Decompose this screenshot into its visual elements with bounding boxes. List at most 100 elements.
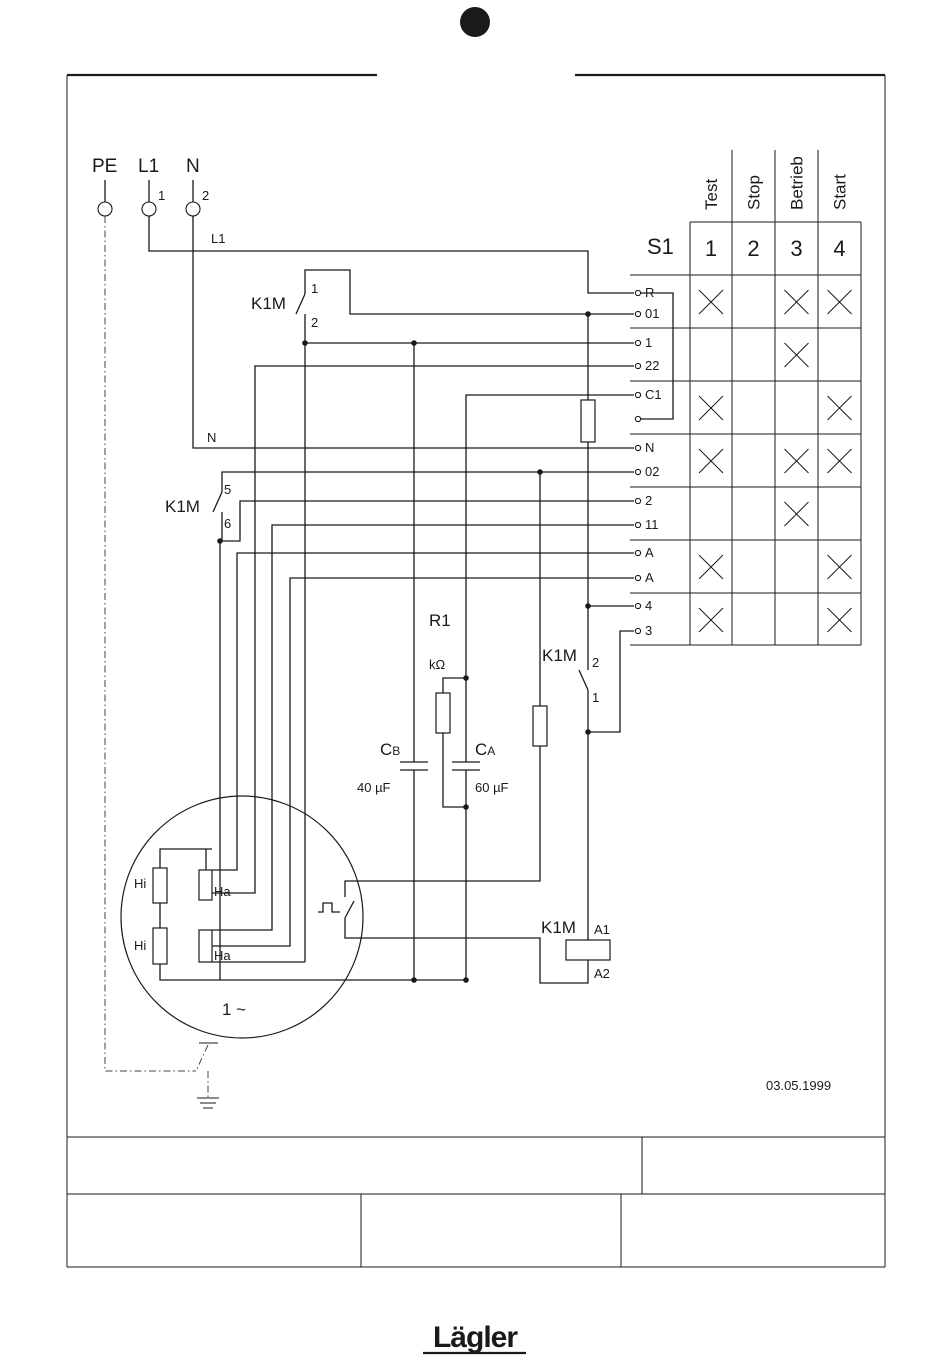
s1-terminal-dot — [635, 311, 640, 316]
s1-contact-cross — [785, 343, 809, 367]
fuse-c1 — [581, 400, 595, 442]
s1-terminal-dot — [635, 603, 640, 608]
motor: Hi Hi Ha Ha 1 ~ — [121, 796, 363, 1038]
title-block — [67, 1137, 885, 1267]
s1-contact-cross — [785, 502, 809, 526]
n-terminal — [186, 202, 200, 216]
thermal-protector — [318, 881, 354, 938]
s1-terminal-label: 02 — [645, 464, 659, 479]
ca-value: 60 µF — [475, 780, 509, 795]
s1-contact-cross — [828, 290, 852, 314]
s1-terminal-dot — [635, 340, 640, 345]
s1-terminal-dot — [635, 550, 640, 555]
ca-label: CA — [475, 740, 495, 759]
motor-winding-ha-1 — [199, 870, 212, 900]
hi-label-2: Hi — [134, 938, 146, 953]
l1-label: L1 — [138, 156, 159, 177]
pe-label: PE — [92, 156, 117, 177]
s1-terminal-label: 11 — [645, 517, 659, 532]
page-marker-dot — [460, 7, 490, 37]
s1-terminal-label: 4 — [645, 598, 652, 613]
k1m-contact-2: 2 — [311, 315, 318, 330]
s1-terminal-label: R — [645, 285, 654, 300]
s1-contact-cross — [785, 449, 809, 473]
motor-phase-label: 1 ~ — [222, 1000, 246, 1019]
s1-contact-cross — [699, 608, 723, 632]
s1-terminal-label: 2 — [645, 493, 652, 508]
wiring: L1 N — [149, 216, 673, 983]
s1-terminal-label: A — [645, 545, 654, 560]
s1-contact-cross — [785, 290, 809, 314]
s1-terminal-dot — [635, 416, 640, 421]
s1-terminal-label: A — [645, 570, 654, 585]
coil-a2-label: A2 — [594, 966, 610, 981]
brand-logo: Lägler — [433, 1321, 518, 1354]
s1-position-stop: Stop — [745, 175, 764, 210]
junctions — [217, 311, 591, 983]
s1-terminal-dot — [635, 498, 640, 503]
drawing-date: 03.05.1999 — [766, 1078, 831, 1093]
s1-terminal-label: 22 — [645, 358, 659, 373]
k1m-coil — [566, 940, 610, 960]
s1-terminal-dot — [635, 522, 640, 527]
s1-position-number: 2 — [747, 236, 759, 261]
capacitor-cb — [400, 762, 428, 770]
k1m-contact-5: 5 — [224, 482, 231, 497]
hi-label-1: Hi — [134, 876, 146, 891]
s1-terminal-dot — [635, 392, 640, 397]
s1-label: S1 — [647, 234, 674, 259]
ha-label-2: Ha — [214, 948, 231, 963]
r1-unit-label: kΩ — [429, 657, 446, 672]
s1-terminal-label: 1 — [645, 335, 652, 350]
component-labels: K1M 1 2 K1M 5 6 K1M 2 1 K1M A1 A2 R1 kΩ … — [165, 281, 610, 981]
motor-winding-hi-2 — [153, 928, 167, 964]
protective-earth — [105, 216, 219, 1108]
s1-contact-cross — [699, 555, 723, 579]
l1-pin-label: 1 — [158, 188, 165, 203]
s1-terminal-dot — [635, 469, 640, 474]
s1-terminal-label: 3 — [645, 623, 652, 638]
n-pin-label: 2 — [202, 188, 209, 203]
s1-position-test: Test — [702, 179, 721, 210]
resistor-r1 — [436, 693, 450, 733]
s1-position-number: 1 — [705, 236, 717, 261]
s1-contact-cross — [828, 396, 852, 420]
s1-terminal-dot — [635, 575, 640, 580]
capacitor-ca — [452, 762, 480, 770]
s1-contact-cross — [699, 290, 723, 314]
coil-a1-label: A1 — [594, 922, 610, 937]
drawing-frame — [67, 75, 885, 1267]
s1-terminal-label: 01 — [645, 306, 659, 321]
s1-contact-cross — [828, 608, 852, 632]
s1-terminal-label: N — [645, 440, 654, 455]
k1m-contact-6: 6 — [224, 516, 231, 531]
l1-terminal — [142, 202, 156, 216]
s1-terminal-dot — [635, 290, 640, 295]
pe-terminal — [98, 202, 112, 216]
k1m-label-3: K1M — [542, 646, 577, 665]
s1-terminal-dot — [635, 363, 640, 368]
supply-terminals: PE L1 N 1 2 — [92, 156, 209, 216]
k1m-contact-1: 1 — [311, 281, 318, 296]
s1-terminal-dot — [635, 445, 640, 450]
s1-position-number: 4 — [833, 236, 845, 261]
s1-terminal-label: C1 — [645, 387, 662, 402]
cb-label: CB — [380, 740, 400, 759]
k1m-contact-1b: 1 — [592, 690, 599, 705]
n-label: N — [186, 156, 200, 177]
s1-terminal-dot — [635, 628, 640, 633]
motor-winding-ha-2 — [199, 930, 212, 962]
ha-label-1: Ha — [214, 884, 231, 899]
fuse-02 — [533, 706, 547, 746]
k1m-label-1: K1M — [251, 294, 286, 313]
s1-contact-cross — [828, 555, 852, 579]
s1-position-number: 3 — [790, 236, 802, 261]
s1-contact-cross — [828, 449, 852, 473]
k1m-contact-2b: 2 — [592, 655, 599, 670]
k1m-label-2: K1M — [165, 497, 200, 516]
r1-label: R1 — [429, 611, 451, 630]
